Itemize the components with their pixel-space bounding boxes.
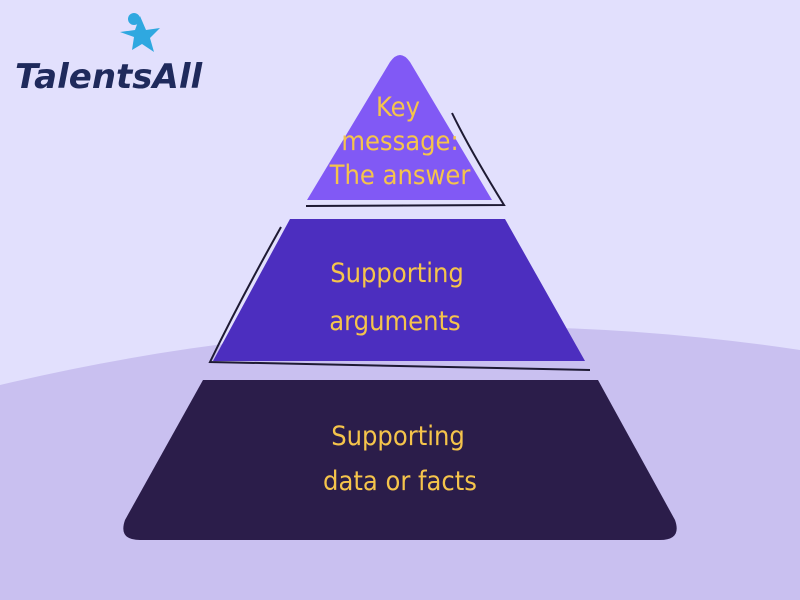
logo-text: TalentsAll (15, 57, 203, 97)
tier-middle-line-1: Supporting (330, 258, 464, 289)
sketch-line-middle (208, 226, 591, 371)
tier-bottom-line-2: data or facts (323, 466, 477, 497)
tier-middle-line-2: arguments (329, 306, 460, 337)
tier-top (307, 55, 492, 200)
tier-bottom (123, 380, 677, 540)
sketch-line-top (305, 112, 506, 207)
star-icon (120, 16, 160, 52)
tier-top-line-1: Key (376, 92, 420, 123)
tier-top-line-3: The answer (329, 160, 471, 191)
talentsall-logo: TalentsAll (15, 13, 203, 97)
tier-bottom-line-1: Supporting (331, 421, 465, 452)
tier-top-line-2: message: (341, 126, 458, 157)
tier-middle (213, 219, 585, 361)
